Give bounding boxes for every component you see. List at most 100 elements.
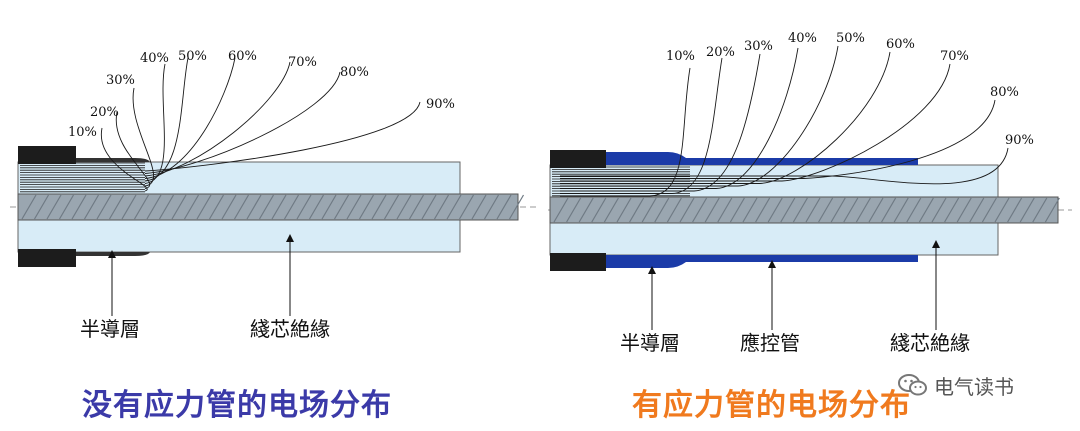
field-line-curve [144, 101, 421, 172]
stress-tube-top [606, 152, 918, 165]
strand-line [383, 194, 400, 220]
strand-line [108, 194, 125, 220]
strand-line [918, 197, 934, 223]
strand-line [553, 197, 569, 223]
strand-line [508, 194, 525, 220]
strand-line [371, 194, 387, 220]
wechat-icon [898, 374, 927, 396]
strand-line [146, 194, 162, 220]
strand-line [171, 194, 187, 220]
strand-line [71, 194, 87, 220]
strand-line [855, 197, 871, 223]
strand-line [446, 194, 462, 220]
callout-stress-tube: 應控管 [740, 331, 800, 355]
field-line-curve [144, 57, 236, 179]
percent-label: 50% [836, 31, 865, 46]
strand-line [246, 194, 262, 220]
strand-line [755, 197, 771, 223]
watermark-text: 电气读书 [934, 374, 1014, 399]
strand-line [767, 197, 783, 223]
field-line-curve [101, 127, 148, 192]
percent-label: 60% [228, 49, 257, 64]
strand-line [296, 194, 312, 220]
strand-line [183, 194, 200, 220]
strand-line [408, 194, 425, 220]
strand-line [1019, 197, 1035, 223]
percent-label: 90% [1005, 133, 1034, 148]
strand-line [717, 197, 733, 223]
strand-line [308, 194, 325, 220]
strand-line [692, 197, 708, 223]
strand-line [566, 197, 582, 223]
arrow-icon [768, 260, 776, 268]
field-line-curve [144, 71, 341, 174]
callout-semiconductor: 半導層 [620, 331, 680, 355]
strand-line [792, 197, 808, 223]
strand-line [805, 197, 821, 223]
percent-label: 20% [706, 45, 735, 60]
arrow-icon [932, 240, 940, 248]
percent-label: 80% [990, 85, 1019, 100]
strand-line [208, 194, 225, 220]
strand-line [578, 197, 594, 223]
semiconductor-top [550, 150, 606, 168]
strand-line [868, 197, 884, 223]
strand-line [121, 194, 137, 220]
arrow-icon [648, 266, 656, 274]
field-line-curve [132, 87, 154, 187]
strand-line [742, 197, 758, 223]
percent-label: 70% [940, 49, 969, 64]
strand-line [233, 194, 250, 220]
conductor [549, 196, 1059, 224]
strand-line [58, 194, 75, 220]
strand-line [21, 194, 37, 220]
semiconductor-top [18, 146, 76, 164]
strand-line [679, 197, 695, 223]
percent-label: 70% [288, 55, 317, 70]
percent-label: 40% [788, 31, 817, 46]
semiconductor-bottom [550, 253, 606, 271]
strand-line [133, 194, 150, 220]
strand-line [283, 194, 300, 220]
strand-line [830, 197, 846, 223]
strand-line [33, 194, 50, 220]
strand-line [1044, 197, 1060, 223]
left-caption: 没有应力管的电场分布 [82, 388, 392, 423]
percent-label: 50% [178, 49, 207, 64]
strand-line [944, 197, 960, 223]
strand-line [729, 197, 745, 223]
percent-label: 30% [744, 39, 773, 54]
percent-label: 60% [886, 37, 915, 52]
strand-line [666, 197, 682, 223]
strand-line [956, 197, 972, 223]
percent-label: 40% [140, 51, 169, 66]
conductor-strands [553, 197, 1060, 223]
strand-line [969, 197, 985, 223]
field-line-curve [560, 67, 691, 197]
callout-insulation: 綫芯絶緣 [250, 317, 330, 341]
strand-line [46, 194, 62, 220]
strand-line [396, 194, 412, 220]
strand-line [893, 197, 909, 223]
field-line-curve [560, 53, 761, 192]
watermark: 电气读书 [898, 372, 1014, 399]
right-cable-diagram: 10%20%30%40%50%60%70%80%90%半導層應控管綫芯絶緣 [548, 31, 1072, 355]
conductor [17, 193, 519, 221]
strand-line [818, 197, 834, 223]
arrow-icon [108, 250, 116, 258]
semiconductor-bottom [18, 249, 76, 267]
arrow-icon [286, 234, 294, 242]
field-line-curve [560, 147, 1009, 185]
strand-line [271, 194, 287, 220]
strand-line [981, 197, 997, 223]
strand-line [96, 194, 112, 220]
field-line-curve [144, 61, 291, 177]
strand-line [843, 197, 859, 223]
strand-line [221, 194, 237, 220]
strand-line [641, 197, 657, 223]
semiconductor-taper-top [76, 158, 150, 162]
field-line-curve [144, 63, 166, 184]
callout-semiconductor: 半導層 [80, 317, 140, 341]
stress-tube-bottom [606, 255, 918, 268]
